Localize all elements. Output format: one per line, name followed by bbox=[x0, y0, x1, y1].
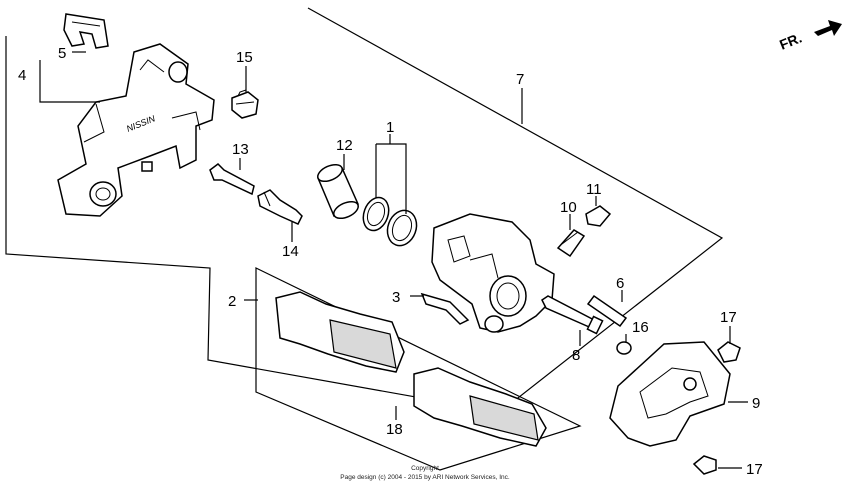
callout-3: 3 bbox=[392, 289, 400, 306]
copyright-line-2: Page design (c) 2004 - 2015 by ARI Netwo… bbox=[340, 474, 510, 481]
guard-bolt-upper bbox=[717, 341, 741, 363]
pin-bolt-b bbox=[257, 189, 303, 225]
callout-7: 7 bbox=[516, 71, 524, 88]
caliper-bracket: NISSIN bbox=[57, 43, 215, 217]
pad-spring-clip bbox=[63, 13, 109, 49]
callout-5: 5 bbox=[58, 45, 66, 62]
copyright-footer: Copyright Page design (c) 2004 - 2015 by… bbox=[340, 465, 510, 481]
callout-12: 12 bbox=[336, 137, 353, 154]
callout-11: 11 bbox=[586, 181, 602, 198]
pad-spring bbox=[420, 292, 470, 325]
pin-bolt bbox=[209, 163, 255, 196]
piston-seal-set bbox=[362, 196, 418, 247]
caliper-guard bbox=[609, 341, 731, 447]
caliper-assembly-group-box bbox=[5, 7, 724, 413]
front-arrow-icon bbox=[814, 20, 842, 36]
callout-18: 18 bbox=[386, 421, 403, 438]
guard-bolt-lower bbox=[692, 455, 717, 475]
pin-boot bbox=[231, 89, 259, 119]
brake-pad-inner bbox=[413, 367, 547, 447]
callout-15: 15 bbox=[236, 49, 253, 66]
front-direction-indicator: FR. bbox=[777, 20, 842, 53]
callout-2: 2 bbox=[228, 293, 236, 310]
callout-4: 4 bbox=[18, 67, 26, 84]
pad-set-group-box bbox=[255, 267, 582, 471]
pad-pin bbox=[541, 295, 604, 335]
callout-1: 1 bbox=[386, 119, 394, 136]
caliper-body bbox=[431, 213, 555, 333]
bleed-cap bbox=[585, 205, 612, 227]
callout-6: 6 bbox=[616, 275, 624, 292]
front-direction-label: FR. bbox=[777, 29, 804, 52]
callout-9: 9 bbox=[752, 395, 760, 412]
callout-16: 16 bbox=[632, 319, 649, 336]
callout-8: 8 bbox=[572, 347, 580, 364]
callout-10: 10 bbox=[560, 199, 577, 216]
caliper-pin bbox=[586, 294, 628, 328]
brake-pad-outer bbox=[275, 291, 405, 373]
callout-17-lower: 17 bbox=[746, 461, 763, 478]
callout-labels: 5 4 15 13 14 12 1 7 10 11 6 16 8 3 2 18 … bbox=[18, 45, 763, 478]
callout-13: 13 bbox=[232, 141, 249, 158]
pin-plug bbox=[616, 341, 632, 355]
callout-14: 14 bbox=[282, 243, 299, 260]
callout-17-upper: 17 bbox=[720, 309, 737, 326]
caliper-piston bbox=[317, 163, 359, 220]
leader-lines bbox=[39, 51, 748, 469]
bleed-valve bbox=[556, 229, 586, 258]
copyright-line-1: Copyright bbox=[411, 465, 439, 472]
